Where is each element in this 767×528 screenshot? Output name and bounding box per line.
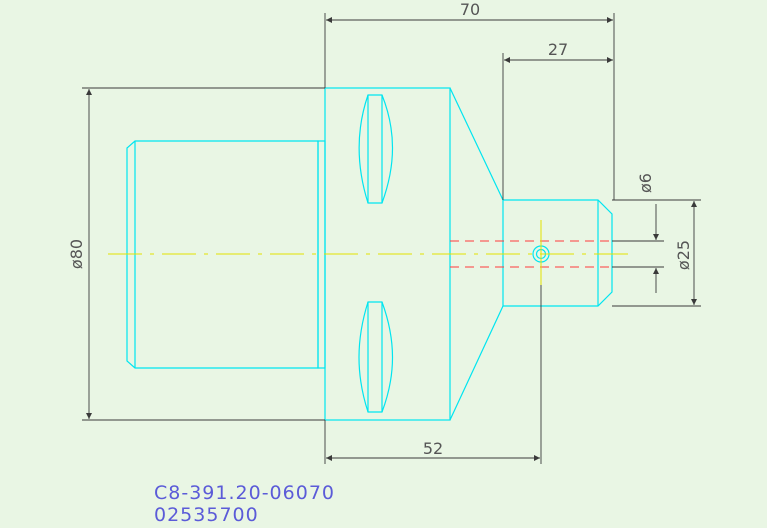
centerlines [108,220,630,285]
dim-text-52: 52 [423,439,443,458]
dim-text-80: ø80 [67,239,86,269]
order-code: 02535700 [154,504,259,523]
dim-text-6: ø6 [636,173,655,193]
part-outline [126,87,613,421]
dimension-lines [82,13,701,464]
dim-text-25: ø25 [674,240,693,270]
cylinder-step [317,140,326,369]
upper-drive-slot [358,94,394,204]
dim-text-27: 27 [548,40,568,59]
dim-text-70: 70 [460,0,480,19]
lower-drive-slot [358,301,394,413]
shank [502,199,613,307]
cone-lower [449,305,504,421]
cone-upper [449,87,504,201]
hidden-bore-lines [450,240,612,268]
part-number: C8-391.20-06070 [154,482,335,504]
